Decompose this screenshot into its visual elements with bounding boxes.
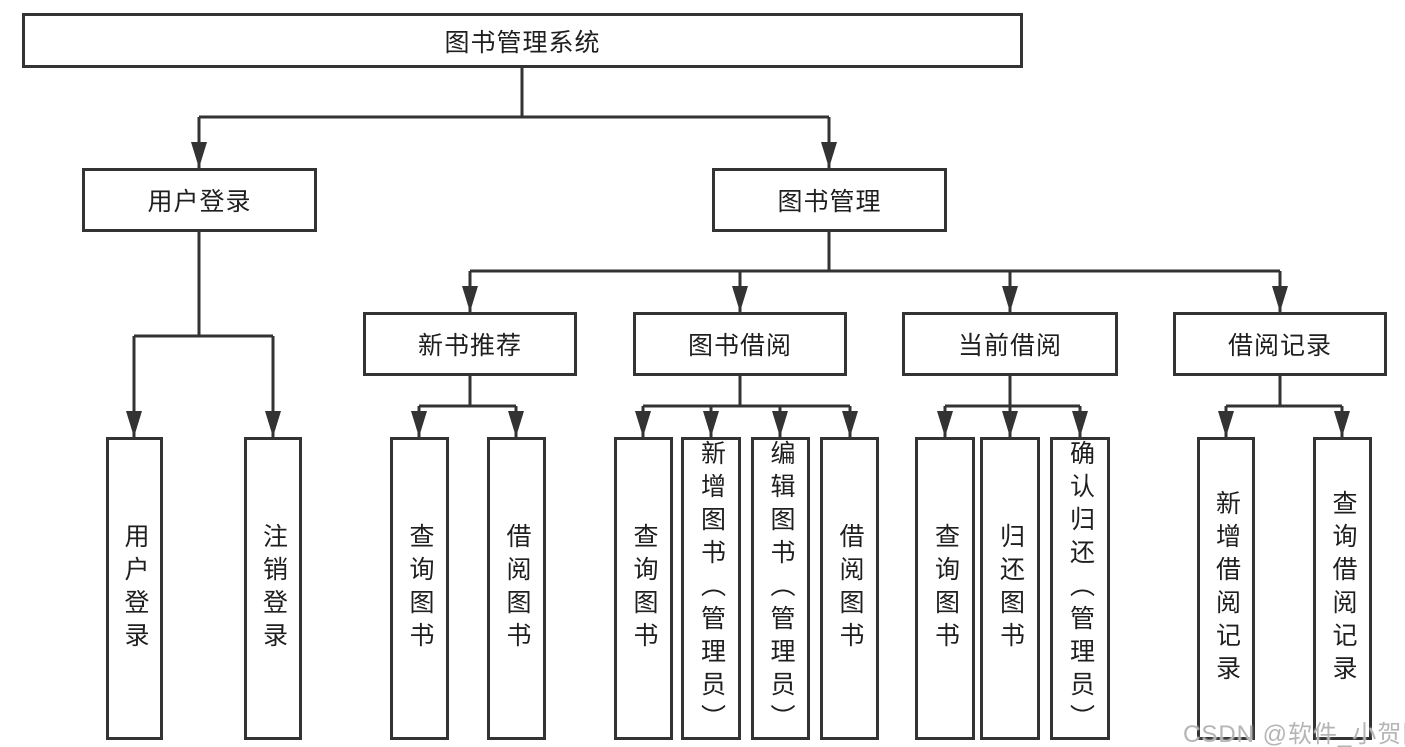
- watermark: CSDN @软件_小贺同学: [1183, 721, 1405, 747]
- node-root: 图书管理系统: [22, 13, 1023, 68]
- leaf-label: 查询图书: [406, 522, 434, 655]
- leaf-query-books-borrow: 查询图书: [614, 437, 673, 740]
- leaf-label: 借阅图书: [836, 522, 864, 655]
- node-new-book-recommend: 新书推荐: [363, 312, 577, 376]
- leaf-label: 新增借阅记录: [1212, 489, 1241, 688]
- leaf-label: 编辑图书（管理员）: [767, 440, 795, 737]
- leaf-user-login: 用户登录: [106, 437, 163, 740]
- leaf-logout: 注销登录: [244, 437, 302, 740]
- leaf-query-books-current: 查询图书: [915, 437, 975, 740]
- leaf-label: 归还图书: [996, 522, 1025, 655]
- leaf-label: 确认归还（管理员）: [1066, 440, 1095, 737]
- node-book-borrow: 图书借阅: [633, 312, 847, 376]
- leaf-label: 查询图书: [931, 522, 960, 655]
- node-borrow-records: 借阅记录: [1173, 312, 1387, 376]
- leaf-label: 查询借阅记录: [1329, 489, 1357, 688]
- node-book-management: 图书管理: [712, 168, 947, 232]
- leaf-label: 查询图书: [630, 522, 658, 655]
- leaf-return-books: 归还图书: [980, 437, 1040, 740]
- leaf-borrow-books: 借阅图书: [820, 437, 879, 740]
- node-current-borrow: 当前借阅: [902, 312, 1118, 376]
- node-user-login: 用户登录: [82, 168, 317, 232]
- leaf-borrow-books-recommend: 借阅图书: [487, 437, 546, 740]
- leaf-label: 新增图书（管理员）: [697, 440, 726, 737]
- leaf-query-books-recommend: 查询图书: [390, 437, 449, 740]
- leaf-label: 注销登录: [259, 522, 288, 655]
- leaf-confirm-return-admin: 确认归还（管理员）: [1050, 437, 1110, 740]
- leaf-label: 用户登录: [121, 522, 149, 655]
- leaf-label: 借阅图书: [503, 522, 531, 655]
- leaf-edit-book-admin: 编辑图书（管理员）: [751, 437, 810, 740]
- leaf-add-borrow-record: 新增借阅记录: [1197, 437, 1255, 740]
- leaf-query-borrow-record: 查询借阅记录: [1313, 437, 1372, 740]
- leaf-add-book-admin: 新增图书（管理员）: [681, 437, 741, 740]
